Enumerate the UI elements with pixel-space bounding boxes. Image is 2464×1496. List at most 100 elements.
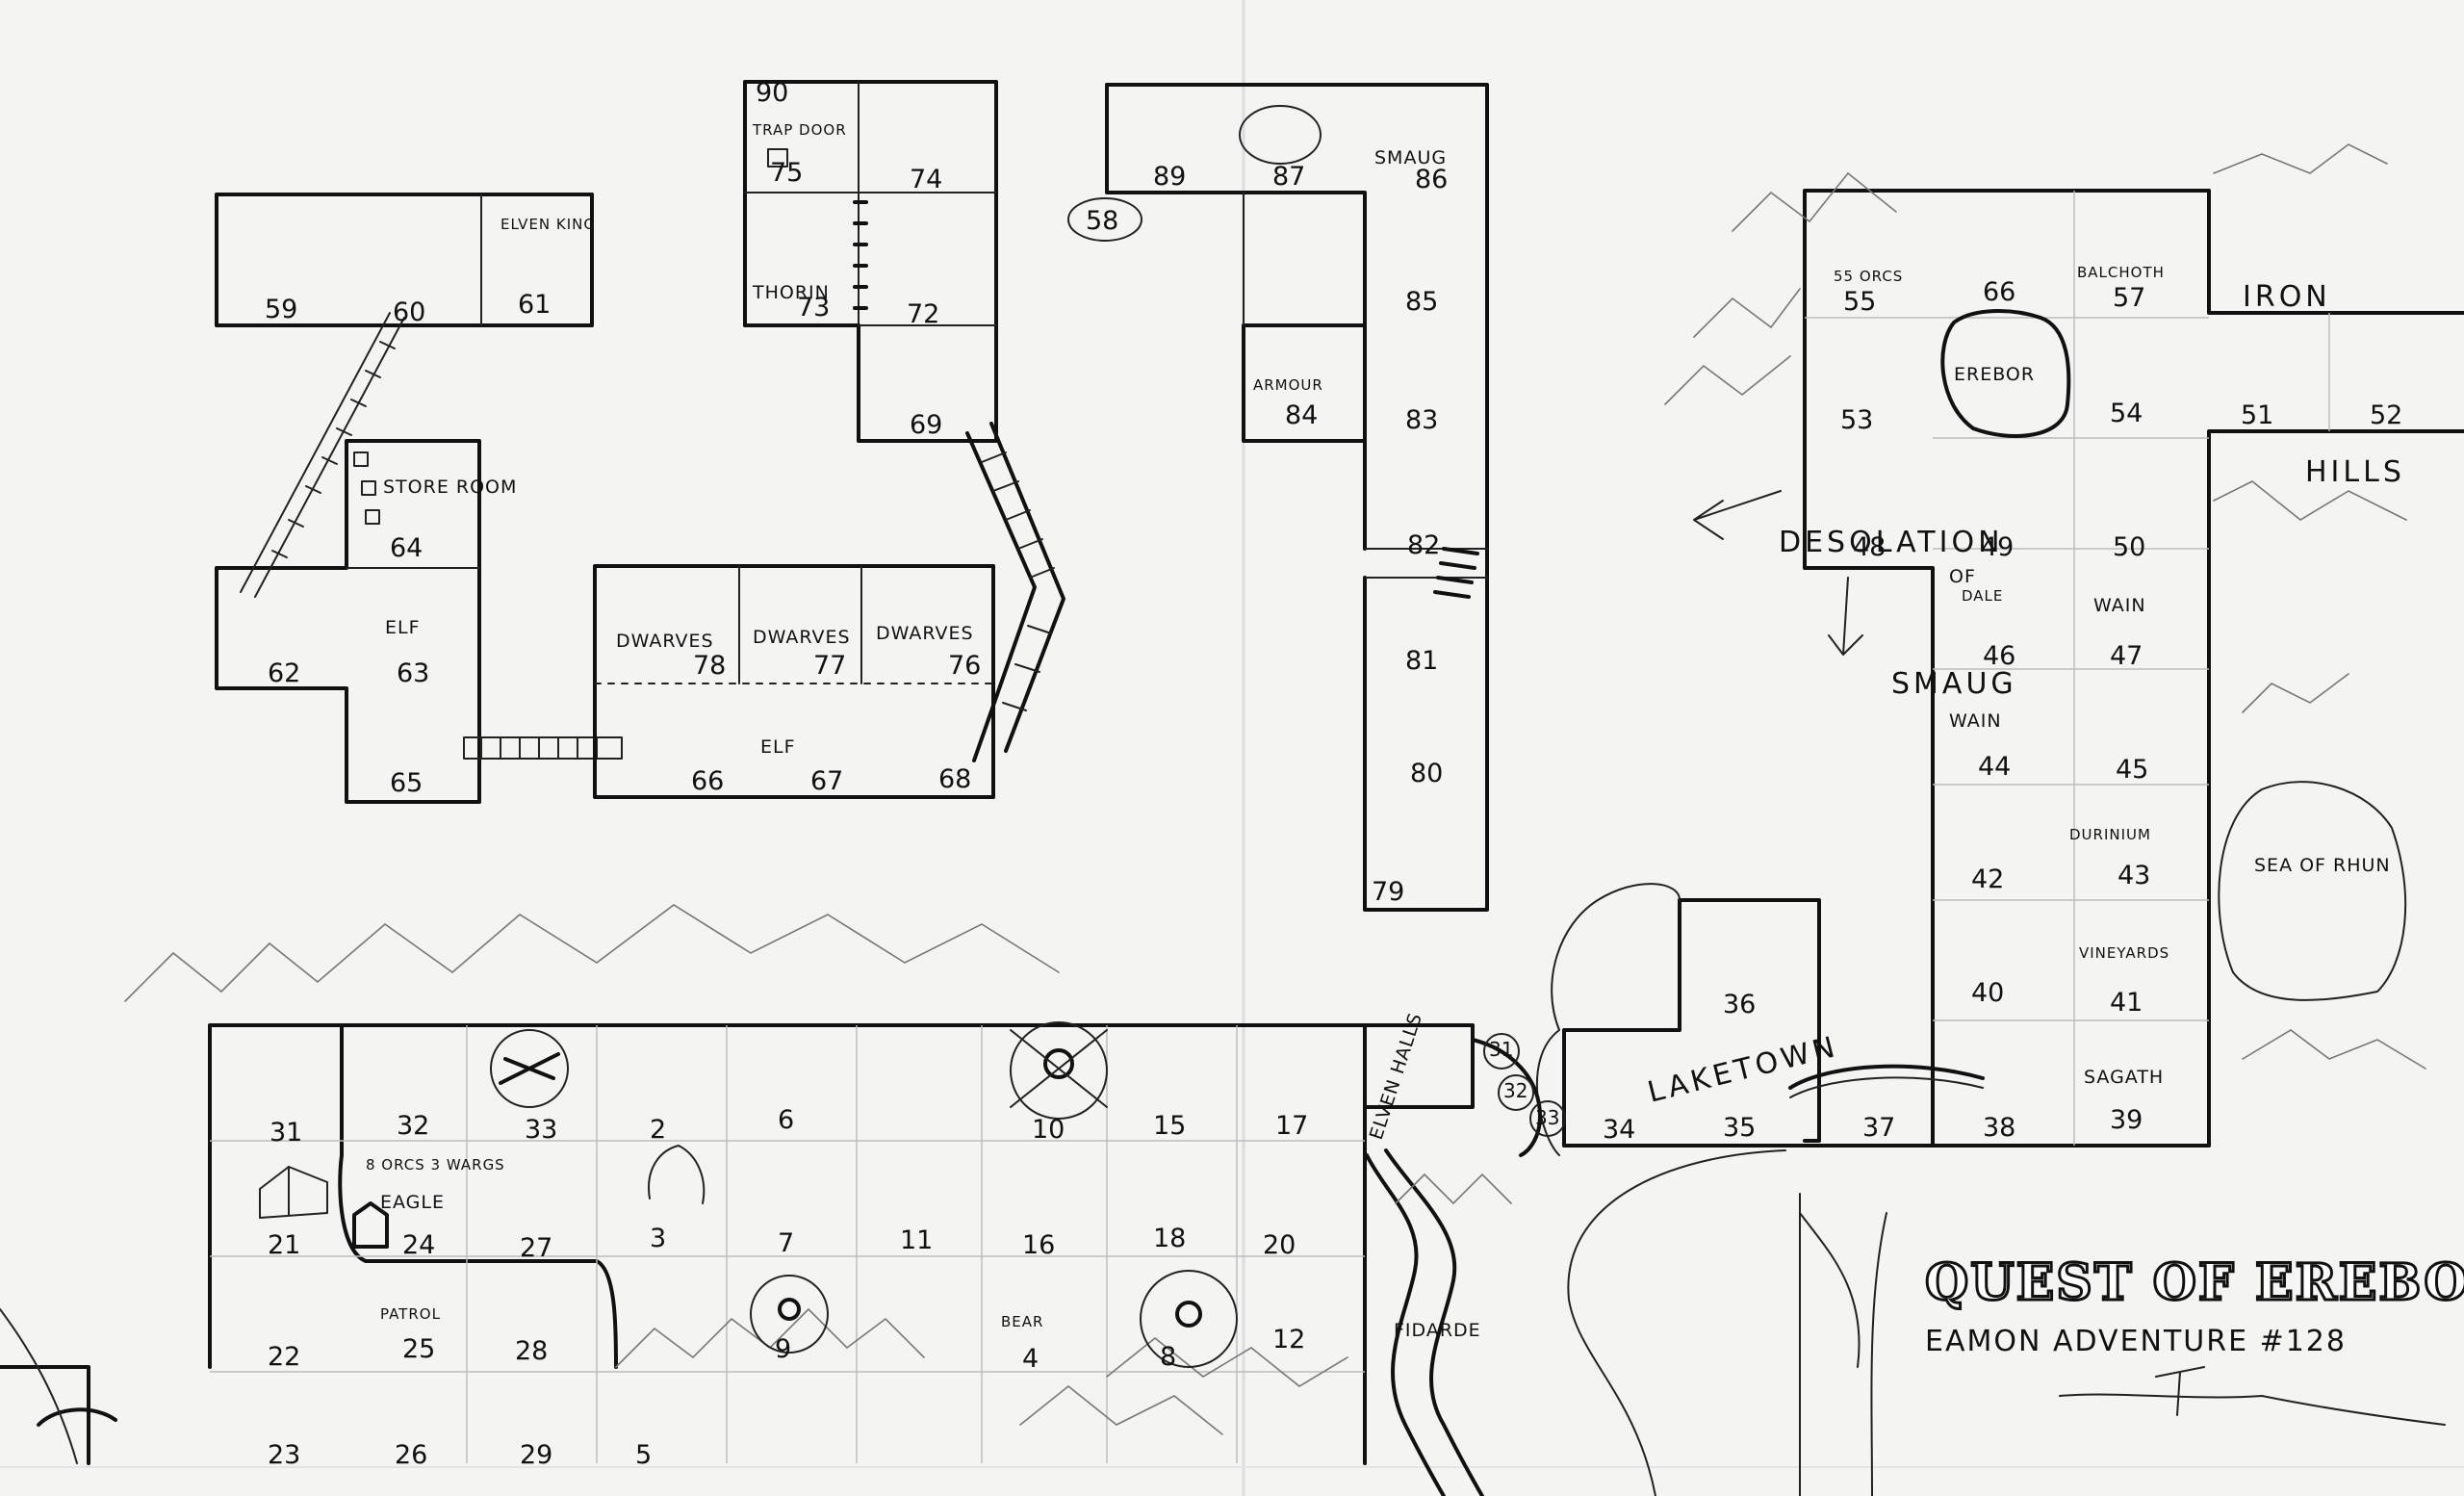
signature (2059, 1393, 2446, 1426)
room-73: 73 (797, 293, 830, 322)
room-32-marker (1498, 1074, 1534, 1111)
erebor-section: 55 66 57 53 54 51 52 48 49 50 46 47 44 4… (1536, 143, 2464, 1496)
room-31: 31 (1489, 1038, 1514, 1061)
label-dwarves-77: DWARVES (753, 627, 851, 648)
mountain-sketch (124, 904, 1512, 1435)
room-43: 43 (2118, 861, 2150, 890)
room-44: 44 (1978, 752, 2011, 782)
label-iron: IRON (2243, 280, 2331, 314)
room-58: 58 (1086, 206, 1118, 236)
label-durinium: DURINIUM (2069, 826, 2151, 843)
room-27: 17 (1275, 1111, 1308, 1141)
room-54: 54 (2110, 399, 2143, 428)
room-75: 75 (770, 158, 803, 188)
label-eagle: EAGLE (380, 1192, 445, 1213)
room-19: 9 (775, 1334, 791, 1364)
room-49: 49 (1981, 532, 2014, 562)
lake-shore (1551, 883, 1681, 1031)
label-erebor: EREBOR (1954, 364, 2035, 385)
room-28: 20 (1263, 1230, 1296, 1260)
label-elf-b: ELF (760, 736, 796, 758)
label-smaug-mid: SMAUG (1891, 667, 2017, 701)
room-13: 29 (520, 1440, 552, 1470)
room-33-marker (1529, 1100, 1566, 1137)
river-icon (1567, 1149, 1786, 1496)
label-hills: HILLS (2305, 455, 2405, 489)
label-laketown: LAKETOWN (1644, 1030, 1841, 1110)
label-of: OF (1949, 566, 1976, 587)
tower-icon (352, 1201, 389, 1249)
room-38: 38 (1983, 1113, 2015, 1143)
room-25: 18 (1153, 1224, 1186, 1253)
arrow-icon (1693, 490, 1782, 540)
room-45: 45 (2116, 755, 2148, 785)
room-86: 86 (1415, 165, 1448, 194)
room-81: 81 (1405, 646, 1438, 676)
room-85: 85 (1405, 287, 1438, 317)
room-7: 24 (402, 1230, 435, 1260)
barrel-icon (361, 480, 376, 496)
door-icon (853, 200, 868, 310)
room-68: 68 (938, 764, 971, 794)
room-26: 8 (1160, 1342, 1176, 1372)
room-29: 12 (1272, 1325, 1305, 1354)
spider-icon (750, 1275, 829, 1354)
room-14: 5 (635, 1440, 652, 1470)
room-83: 83 (1405, 405, 1438, 435)
barrel-icon (365, 509, 380, 525)
label-orcs-wargs: 8 ORCS 3 WARGS (366, 1156, 505, 1174)
room-79: 79 (1372, 877, 1404, 907)
label-wain-a: WAIN (2093, 595, 2146, 616)
room-3: 21 (268, 1230, 300, 1260)
barrel-icon (353, 451, 369, 467)
thorin-section: 90 75 74 73 72 69 78 77 76 66 67 68 TRAP… (593, 78, 1065, 799)
room-15: 2 (650, 1115, 666, 1145)
map-subtitle: EAMON ADVENTURE #128 (1925, 1325, 2347, 1358)
room-84: 84 (1285, 400, 1318, 430)
elven-king-section: 59 60 61 64 62 63 65 ELVEN KING STORE RO… (215, 193, 623, 804)
room-35: 35 (1723, 1113, 1756, 1143)
ladder-icon (240, 312, 405, 598)
bridge-icon (1788, 1064, 1985, 1090)
room-37: 37 (1862, 1113, 1895, 1143)
stairs-icon (1433, 547, 1479, 599)
river-icon (1799, 1212, 1861, 1368)
mirkwood-section: 31 32 33 2 6 10 15 17 21 24 27 3 7 11 16… (0, 904, 1566, 1496)
spider-icon (1010, 1021, 1108, 1120)
room-12: 28 (515, 1336, 548, 1366)
bridge-icon (1789, 1076, 1984, 1098)
label-elven-king: ELVEN KING (500, 216, 596, 233)
label-balchoth: BALCHOTH (2077, 264, 2165, 281)
sea-of-rhun-icon (2218, 781, 2407, 1001)
room-41: 41 (2110, 988, 2143, 1018)
house-icon (259, 1166, 328, 1219)
dragon-icon (1239, 105, 1322, 165)
label-bear: BEAR (1001, 1313, 1043, 1330)
room-67: 67 (810, 766, 843, 796)
room-78: 78 (693, 651, 726, 681)
label-dale: DALE (1962, 587, 2003, 605)
room-74: 74 (910, 165, 942, 194)
room-80: 80 (1410, 759, 1443, 788)
room-48: 48 (1853, 532, 1886, 562)
room-10: 33 (525, 1115, 557, 1145)
room-21: 10 (1032, 1115, 1065, 1145)
room-24: 15 (1153, 1111, 1186, 1141)
arrow-icon (1828, 577, 1863, 656)
room-22: 16 (1022, 1230, 1055, 1260)
label-wain-b: WAIN (1949, 710, 2002, 732)
label-patrol: PATROL (380, 1305, 441, 1323)
room-55: 55 (1843, 287, 1876, 317)
river-icon (1384, 1148, 1484, 1496)
room-47: 47 (2110, 641, 2143, 671)
room-72: 72 (907, 299, 939, 329)
room-31-marker (1483, 1033, 1520, 1070)
room-57: 57 (2113, 283, 2145, 313)
label-smaug-top: SMAUG (1374, 147, 1447, 168)
room-61: 61 (518, 290, 551, 320)
label-sagath: SAGATH (2084, 1067, 2164, 1088)
room-32: 32 (1503, 1079, 1528, 1102)
room-5: 23 (268, 1440, 300, 1470)
room-82: 82 (1407, 530, 1440, 560)
